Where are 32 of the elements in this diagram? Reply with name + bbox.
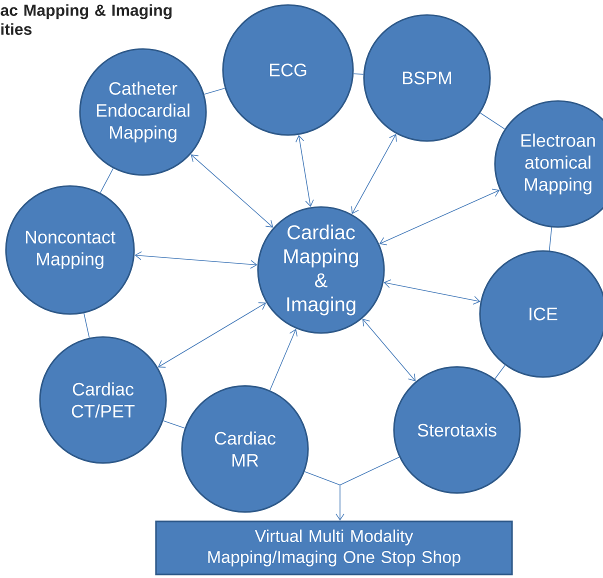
- connector-line: [353, 73, 364, 75]
- arrow: [336, 484, 344, 521]
- circle-node: Sterotaxis: [393, 366, 521, 494]
- arrow: [351, 134, 397, 214]
- circle-node: BSPM: [363, 14, 491, 142]
- arrow: [384, 279, 480, 305]
- connector-line: [84, 312, 90, 338]
- circle-node: ICE: [479, 250, 603, 378]
- circle-node: Cardiac Mapping & Imaging: [257, 206, 385, 334]
- circle-node: Cardiac MR: [181, 385, 309, 513]
- connector-line: [480, 112, 506, 130]
- circle-node: Noncontact Mapping: [5, 185, 135, 315]
- arrow: [379, 188, 500, 246]
- connector-line: [204, 88, 226, 95]
- arrow: [362, 318, 416, 382]
- result-box: Virtual Multi Modality Mapping/Imaging One Stop Shop: [155, 520, 513, 576]
- circle-node: Cardiac CT/PET: [39, 336, 167, 464]
- connector-line: [100, 168, 114, 194]
- connector-line: [494, 364, 506, 380]
- connector-line: [548, 227, 552, 251]
- connector-line: [162, 420, 186, 429]
- arrow: [295, 134, 314, 208]
- connector-line: [304, 471, 340, 486]
- connector-line: [340, 456, 400, 486]
- arrow: [190, 154, 274, 228]
- circle-node: ECG: [222, 4, 354, 136]
- arrow: [270, 328, 298, 391]
- arrow: [158, 302, 266, 368]
- circle-node: Catheter Endocardial Mapping: [79, 48, 207, 176]
- arrow: [134, 251, 258, 269]
- circle-node: Electroan atomical Mapping: [494, 100, 603, 228]
- title: ac Mapping & Imaging ities: [0, 4, 172, 35]
